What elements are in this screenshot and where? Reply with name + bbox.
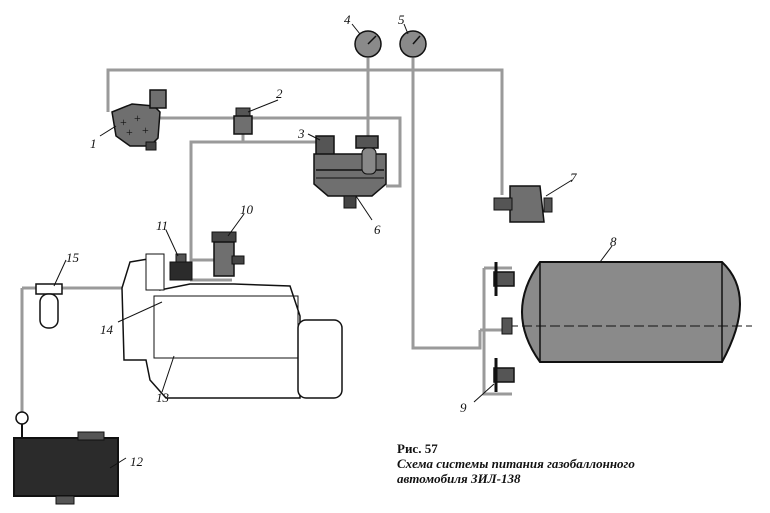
filter-component-15 [35, 283, 63, 329]
callout-4: 4 [344, 12, 351, 27]
figure-label: Рис. 57 [397, 441, 438, 456]
callout-9: 9 [460, 400, 467, 415]
svg-text:+: + [120, 115, 127, 129]
callout-7: 7 [570, 170, 577, 185]
reducer-component-6 [313, 135, 387, 209]
gas-cylinder-component-8 [501, 261, 752, 363]
engine-component-13 [121, 253, 343, 399]
figure-caption-line1: Схема системы питания газобаллонного [397, 456, 635, 471]
valve-component-2 [233, 107, 253, 135]
svg-text:+: + [142, 123, 149, 137]
svg-text:+: + [126, 125, 133, 139]
figure-caption-line2: автомобиля ЗИЛ-138 [397, 471, 521, 486]
cylinder-valves-component-9 [493, 262, 515, 392]
callout-14: 14 [100, 322, 114, 337]
callout-6: 6 [374, 222, 381, 237]
svg-text:+: + [134, 111, 141, 125]
figure-caption: Рис. 57 Схема системы питания газобаллон… [397, 441, 757, 486]
callout-13: 13 [156, 390, 170, 405]
callout-3: 3 [297, 126, 305, 141]
leader-lines [53, 23, 613, 469]
carburetor-component-11 [169, 253, 193, 281]
callout-11: 11 [156, 218, 168, 233]
callout-1: 1 [90, 136, 97, 151]
callout-2: 2 [276, 86, 283, 101]
callout-10: 10 [240, 202, 254, 217]
filling-valve-component-7 [493, 185, 553, 223]
callout-12: 12 [130, 454, 144, 469]
callout-8: 8 [610, 234, 617, 249]
mixer-component-10 [211, 231, 245, 277]
callout-numbers: 1 2 3 4 5 6 7 8 9 10 11 12 13 14 15 [66, 12, 617, 469]
callout-15: 15 [66, 250, 80, 265]
pressure-gauge-5 [399, 30, 427, 58]
pipelines [20, 58, 512, 418]
pressure-gauge-4 [354, 30, 382, 58]
fuel-tank-component-12 [13, 411, 119, 505]
evaporator-component-1: + + + + [111, 89, 167, 151]
callout-5: 5 [398, 12, 405, 27]
